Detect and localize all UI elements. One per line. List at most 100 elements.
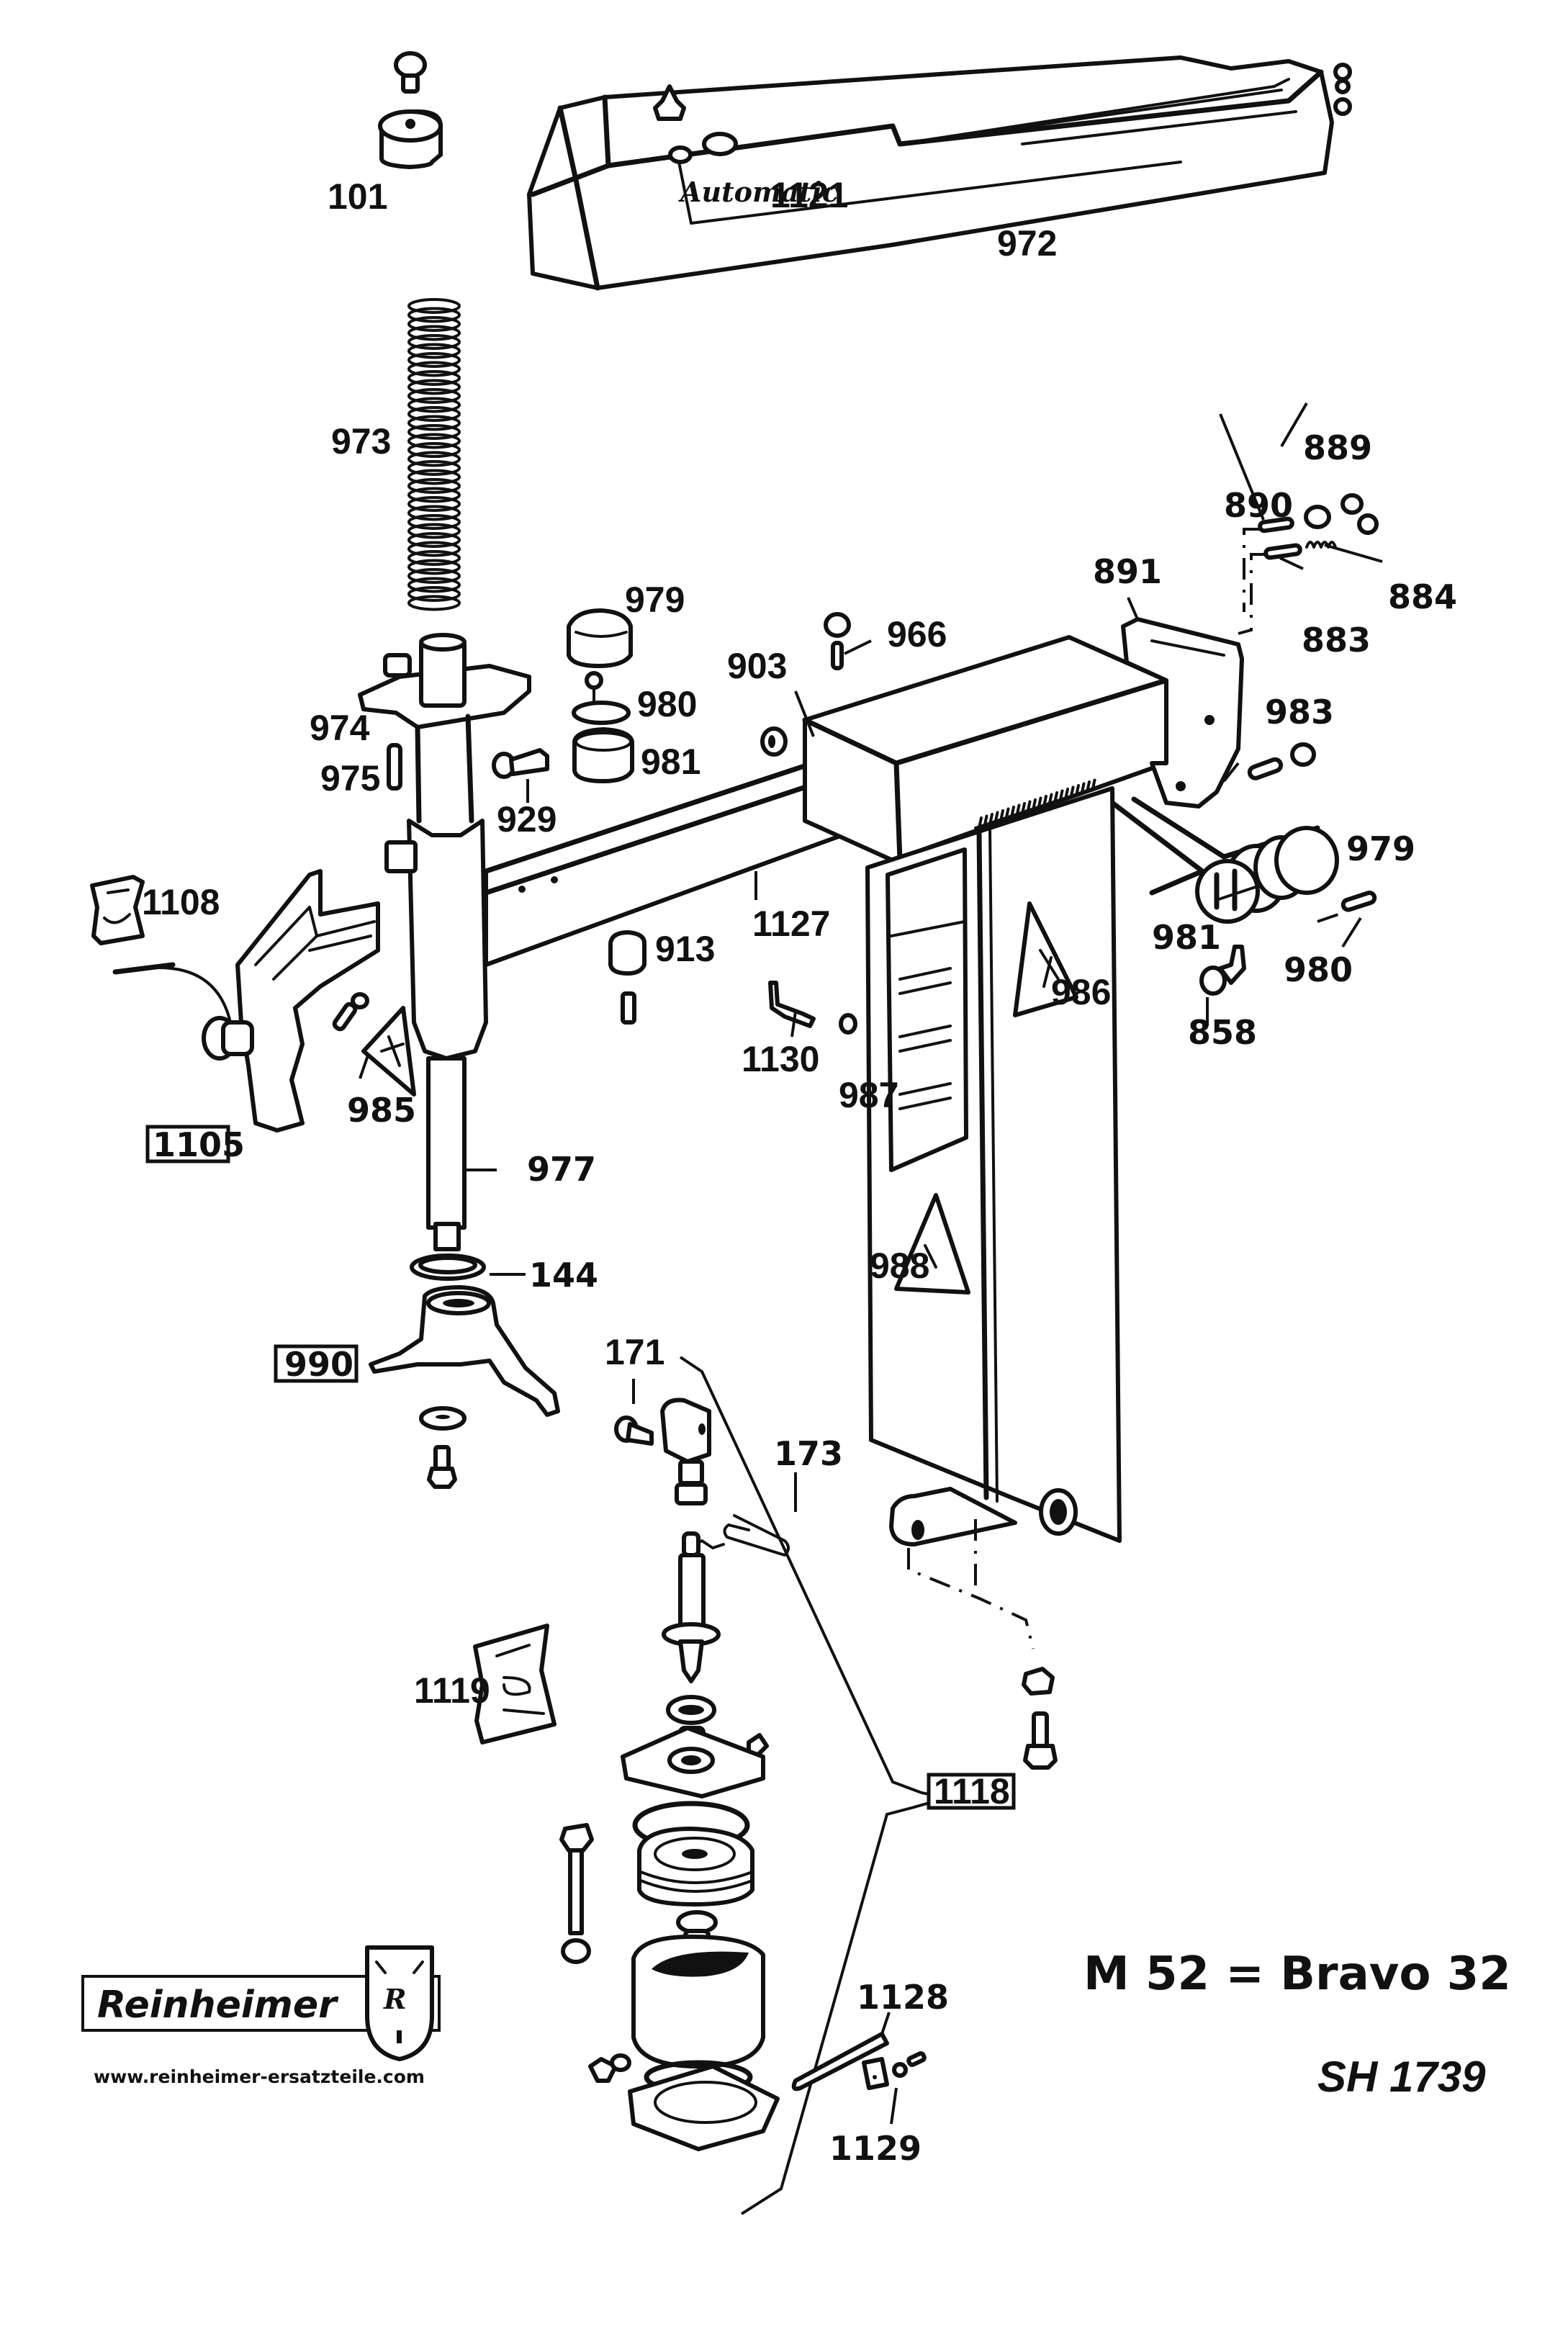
pin-1128[interactable]: [791, 2032, 889, 2092]
long-bolt[interactable]: [559, 1823, 594, 1935]
seal-ring[interactable]: [666, 1695, 716, 1725]
bumper-913[interactable]: [608, 930, 646, 1025]
label-144[interactable]: 144: [529, 1256, 598, 1295]
label-988[interactable]: 988: [870, 1246, 929, 1286]
piston-980[interactable]: [572, 671, 631, 725]
pin-975[interactable]: [387, 743, 402, 791]
label-171[interactable]: 171: [605, 1332, 664, 1372]
column-assembly[interactable]: [358, 633, 531, 1281]
label-979-top[interactable]: 979: [625, 580, 685, 620]
cylinder-right-979-980-981[interactable]: [1195, 826, 1339, 924]
top-cover-972[interactable]: Automatic: [527, 55, 1334, 291]
label-1127[interactable]: 1127: [752, 904, 830, 944]
label-101[interactable]: 101: [328, 176, 387, 217]
lever-1130[interactable]: [768, 981, 857, 1035]
nut-966[interactable]: [824, 612, 851, 670]
label-1108[interactable]: 1108: [142, 882, 220, 922]
pivot-lug[interactable]: [889, 1487, 1017, 1547]
clevis-171[interactable]: [660, 1397, 711, 1505]
bushing-903[interactable]: [760, 726, 788, 757]
label-987[interactable]: 987: [839, 1075, 898, 1115]
label-977[interactable]: 977: [527, 1150, 596, 1189]
label-986[interactable]: 986: [1051, 972, 1111, 1012]
label-1105[interactable]: 1105: [153, 1125, 245, 1164]
serration-tooth: [1075, 784, 1080, 797]
label-966[interactable]: 966: [887, 614, 947, 654]
cap-101[interactable]: [378, 109, 443, 169]
bag-1119[interactable]: [473, 1624, 557, 1745]
cylinder-top-979[interactable]: [567, 608, 633, 668]
label-972[interactable]: 972: [997, 223, 1057, 264]
spring-973[interactable]: [407, 298, 461, 611]
label-1130[interactable]: 1130: [742, 1039, 819, 1079]
label-883[interactable]: 883: [1302, 621, 1371, 659]
plate-nut[interactable]: [1022, 1667, 1055, 1696]
cylinder-screw[interactable]: [1317, 891, 1377, 923]
fitting-929[interactable]: [492, 748, 549, 779]
cap-screw[interactable]: [394, 51, 427, 94]
plate-1129[interactable]: [862, 2051, 927, 2090]
pin-171[interactable]: [614, 1415, 654, 1446]
label-891[interactable]: 891: [1093, 552, 1162, 591]
piston[interactable]: [637, 1827, 754, 1906]
label-1119[interactable]: 1119: [414, 1670, 490, 1711]
base-bolt[interactable]: [427, 1445, 457, 1489]
label-173[interactable]: 173: [774, 1434, 843, 1473]
elbow-fitting-lower[interactable]: [588, 2053, 631, 2083]
label-981-right[interactable]: 981: [1152, 918, 1221, 957]
label-890[interactable]: 890: [1224, 486, 1293, 525]
gun-screw[interactable]: [332, 992, 369, 1032]
spring-coil: [407, 568, 461, 584]
label-985[interactable]: 985: [347, 1091, 416, 1130]
label-980-right[interactable]: 980: [1284, 950, 1353, 989]
plate-bushing[interactable]: [1039, 1488, 1078, 1536]
gun-handle-1105[interactable]: [202, 869, 380, 1133]
base-foot-990[interactable]: [369, 1285, 560, 1417]
nuts-889[interactable]: [1304, 493, 1379, 535]
label-884[interactable]: 884: [1388, 577, 1457, 616]
spring-coil: [407, 523, 461, 539]
label-973[interactable]: 973: [331, 421, 391, 462]
decal-987[interactable]: [886, 847, 968, 1172]
cylinder-base[interactable]: [628, 2064, 780, 2151]
label-975[interactable]: 975: [320, 758, 380, 798]
label-974[interactable]: 974: [310, 708, 370, 748]
label-913[interactable]: 913: [655, 929, 715, 969]
long-bolt-nut[interactable]: [561, 1938, 591, 1964]
label-1129[interactable]: 1129: [829, 2129, 922, 2168]
label-858[interactable]: 858: [1188, 1013, 1257, 1052]
piston-rod[interactable]: [662, 1531, 721, 1683]
label-979-right[interactable]: 979: [1346, 829, 1415, 868]
warning-decal-985[interactable]: [361, 1006, 416, 1097]
washer[interactable]: [419, 1406, 467, 1431]
leader-lines: [359, 402, 1383, 2125]
label-980-top[interactable]: 980: [637, 684, 697, 724]
label-983[interactable]: 983: [1265, 693, 1334, 731]
cylinder-barrel[interactable]: [631, 1935, 765, 2068]
spring-coil: [407, 325, 461, 341]
label-889[interactable]: 889: [1303, 428, 1372, 467]
brand-url[interactable]: www.reinheimer-ersatzteile.com: [94, 2066, 425, 2087]
label-903[interactable]: 903: [727, 646, 787, 686]
bracket-891[interactable]: [1121, 617, 1244, 809]
label-929[interactable]: 929: [497, 799, 557, 839]
sleeve-981[interactable]: [572, 727, 634, 783]
plate-bolt[interactable]: [1023, 1711, 1058, 1770]
brand-logo[interactable]: Reinheimer R: [81, 1945, 441, 2061]
label-1121[interactable]: 1121: [770, 175, 848, 215]
cylinder-cap-top[interactable]: [621, 1726, 765, 1798]
warning-decal-988[interactable]: [894, 1193, 970, 1295]
label-1128[interactable]: 1128: [857, 1978, 949, 2017]
pins-890-883[interactable]: [1238, 516, 1302, 635]
cover-screw-right[interactable]: [1333, 63, 1352, 116]
label-990[interactable]: 990: [284, 1345, 353, 1384]
bag-1108[interactable]: [90, 875, 145, 945]
spring-884[interactable]: [1305, 541, 1337, 549]
fitting-858[interactable]: [1199, 945, 1246, 996]
label-981-top[interactable]: 981: [641, 742, 700, 782]
cover-clip-nut[interactable]: [653, 84, 686, 121]
housing-box[interactable]: [802, 635, 1169, 863]
warning-decal-986[interactable]: [1013, 901, 1078, 1017]
bolt-983[interactable]: [1247, 742, 1316, 780]
label-1118[interactable]: 1118: [934, 1771, 1010, 1811]
